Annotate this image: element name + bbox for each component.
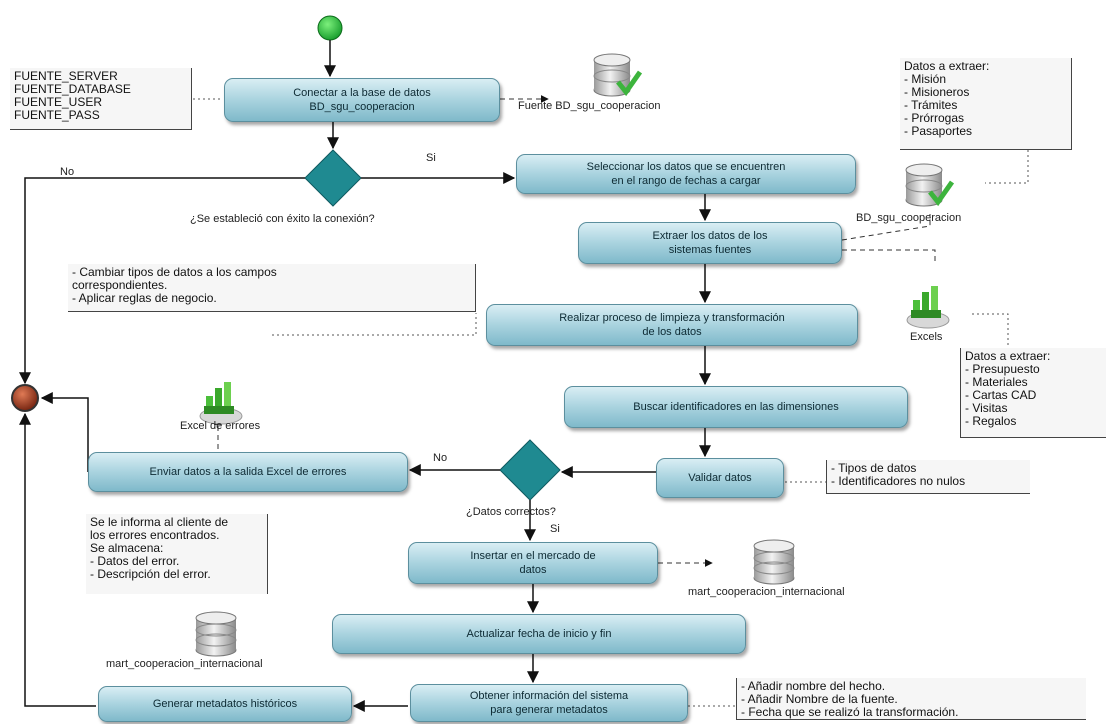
extract-fields-bottom-note: Datos a extraer: - Presupuesto - Materia… (960, 348, 1106, 438)
mart-right-label: mart_cooperacion_internacional (688, 586, 845, 598)
edge-label-no: No (60, 166, 75, 178)
mart-left-label: mart_cooperacion_internacional (106, 658, 263, 670)
excel-icon (199, 382, 243, 425)
source-db-label: Fuente BD_sgu_cooperacion (518, 100, 661, 112)
start-node (317, 15, 343, 41)
step-select-date-range: Seleccionar los datos que se encuentren … (516, 154, 856, 194)
step-update-dates: Actualizar fecha de inicio y fin (332, 614, 746, 654)
errors-note: Se le informa al cliente de los errores … (86, 514, 268, 594)
step-search-identifiers: Buscar identificadores en las dimensione… (564, 386, 908, 428)
step-send-errors: Enviar datos a la salida Excel de errore… (88, 452, 408, 492)
connection-params-note: FUENTE_SERVER FUENTE_DATABASE FUENTE_USE… (10, 68, 192, 130)
step-obtain-info: Obtener información del sistema para gen… (410, 684, 688, 722)
excel-icon (906, 286, 950, 329)
edge-label-si: Si (426, 152, 436, 164)
decision-data-ok (499, 439, 561, 501)
database-icon (905, 163, 954, 207)
edge-label-no: No (433, 452, 448, 464)
step-connect-database: Conectar a la base de datos BD_sgu_coope… (224, 78, 500, 122)
validation-note: - Tipos de datos - Identificadores no nu… (826, 460, 1030, 494)
decision-data-ok-label: ¿Datos correctos? (466, 506, 556, 518)
step-clean-transform: Realizar proceso de limpieza y transform… (486, 304, 858, 346)
database-icon (593, 53, 642, 97)
extract-fields-top-note: Datos a extraer: - Misión - Misioneros -… (900, 58, 1072, 150)
metadata-note: - Añadir nombre del hecho. - Añadir Nomb… (736, 678, 1086, 720)
end-node (11, 384, 39, 412)
decision-connection-label: ¿Se estableció con éxito la conexión? (190, 213, 375, 225)
database-icon (195, 611, 237, 657)
db-right-label: BD_sgu_cooperacion (856, 212, 962, 224)
step-validate-data: Validar datos (656, 458, 784, 498)
transform-rules-note: - Cambiar tipos de datos a los campos co… (68, 264, 476, 312)
excel-errors-label: Excel de errores (180, 420, 261, 432)
edge-label-si: Si (550, 523, 560, 535)
step-extract-data: Extraer los datos de los sistemas fuente… (578, 222, 842, 264)
database-icon (753, 539, 795, 585)
step-generate-metadata: Generar metadatos históricos (98, 686, 352, 722)
decision-connection (304, 149, 362, 207)
step-insert-mart: Insertar en el mercado de datos (408, 542, 658, 584)
excels-label: Excels (910, 331, 943, 343)
